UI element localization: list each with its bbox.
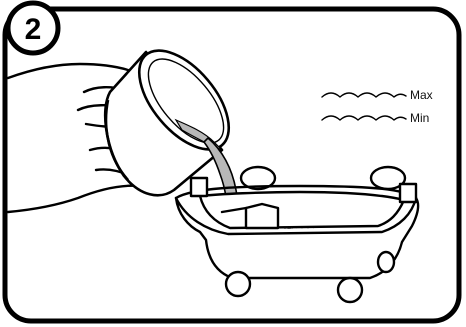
tray-foot-back xyxy=(378,252,394,272)
step-number: 2 xyxy=(25,13,42,46)
min-label: Min xyxy=(410,111,429,125)
tray-tab-left xyxy=(191,178,207,196)
inner-divider xyxy=(246,204,278,228)
tray-tab-right xyxy=(400,184,416,202)
tray-foot-right xyxy=(338,278,362,302)
tray-max-label: Max xyxy=(284,225,293,230)
max-label: Max xyxy=(410,88,433,102)
tray-foot-left xyxy=(226,272,250,296)
step-badge: 2 xyxy=(8,3,58,53)
